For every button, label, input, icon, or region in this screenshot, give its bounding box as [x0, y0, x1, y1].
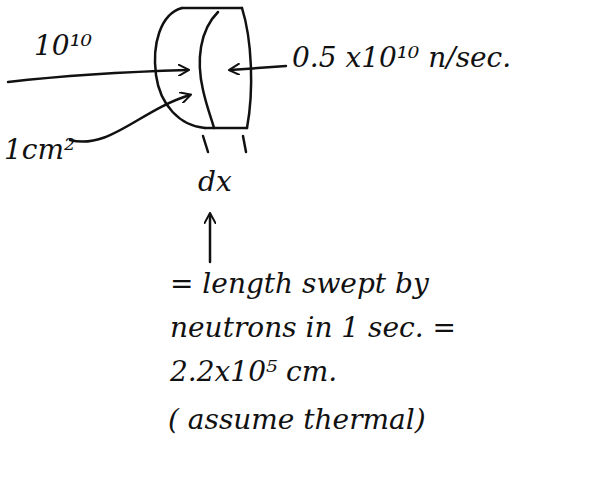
flux-label: 10¹⁰	[34, 24, 154, 68]
flux-label: 0.5 x10¹⁰ n/sec.	[292, 36, 597, 80]
note-text: = length swept by neutrons in 1 sec. = 2…	[170, 262, 500, 394]
area-label: 1cm²	[4, 128, 94, 172]
note-text: ( assume thermal)	[168, 398, 498, 442]
thickness-label: dx	[198, 160, 268, 204]
